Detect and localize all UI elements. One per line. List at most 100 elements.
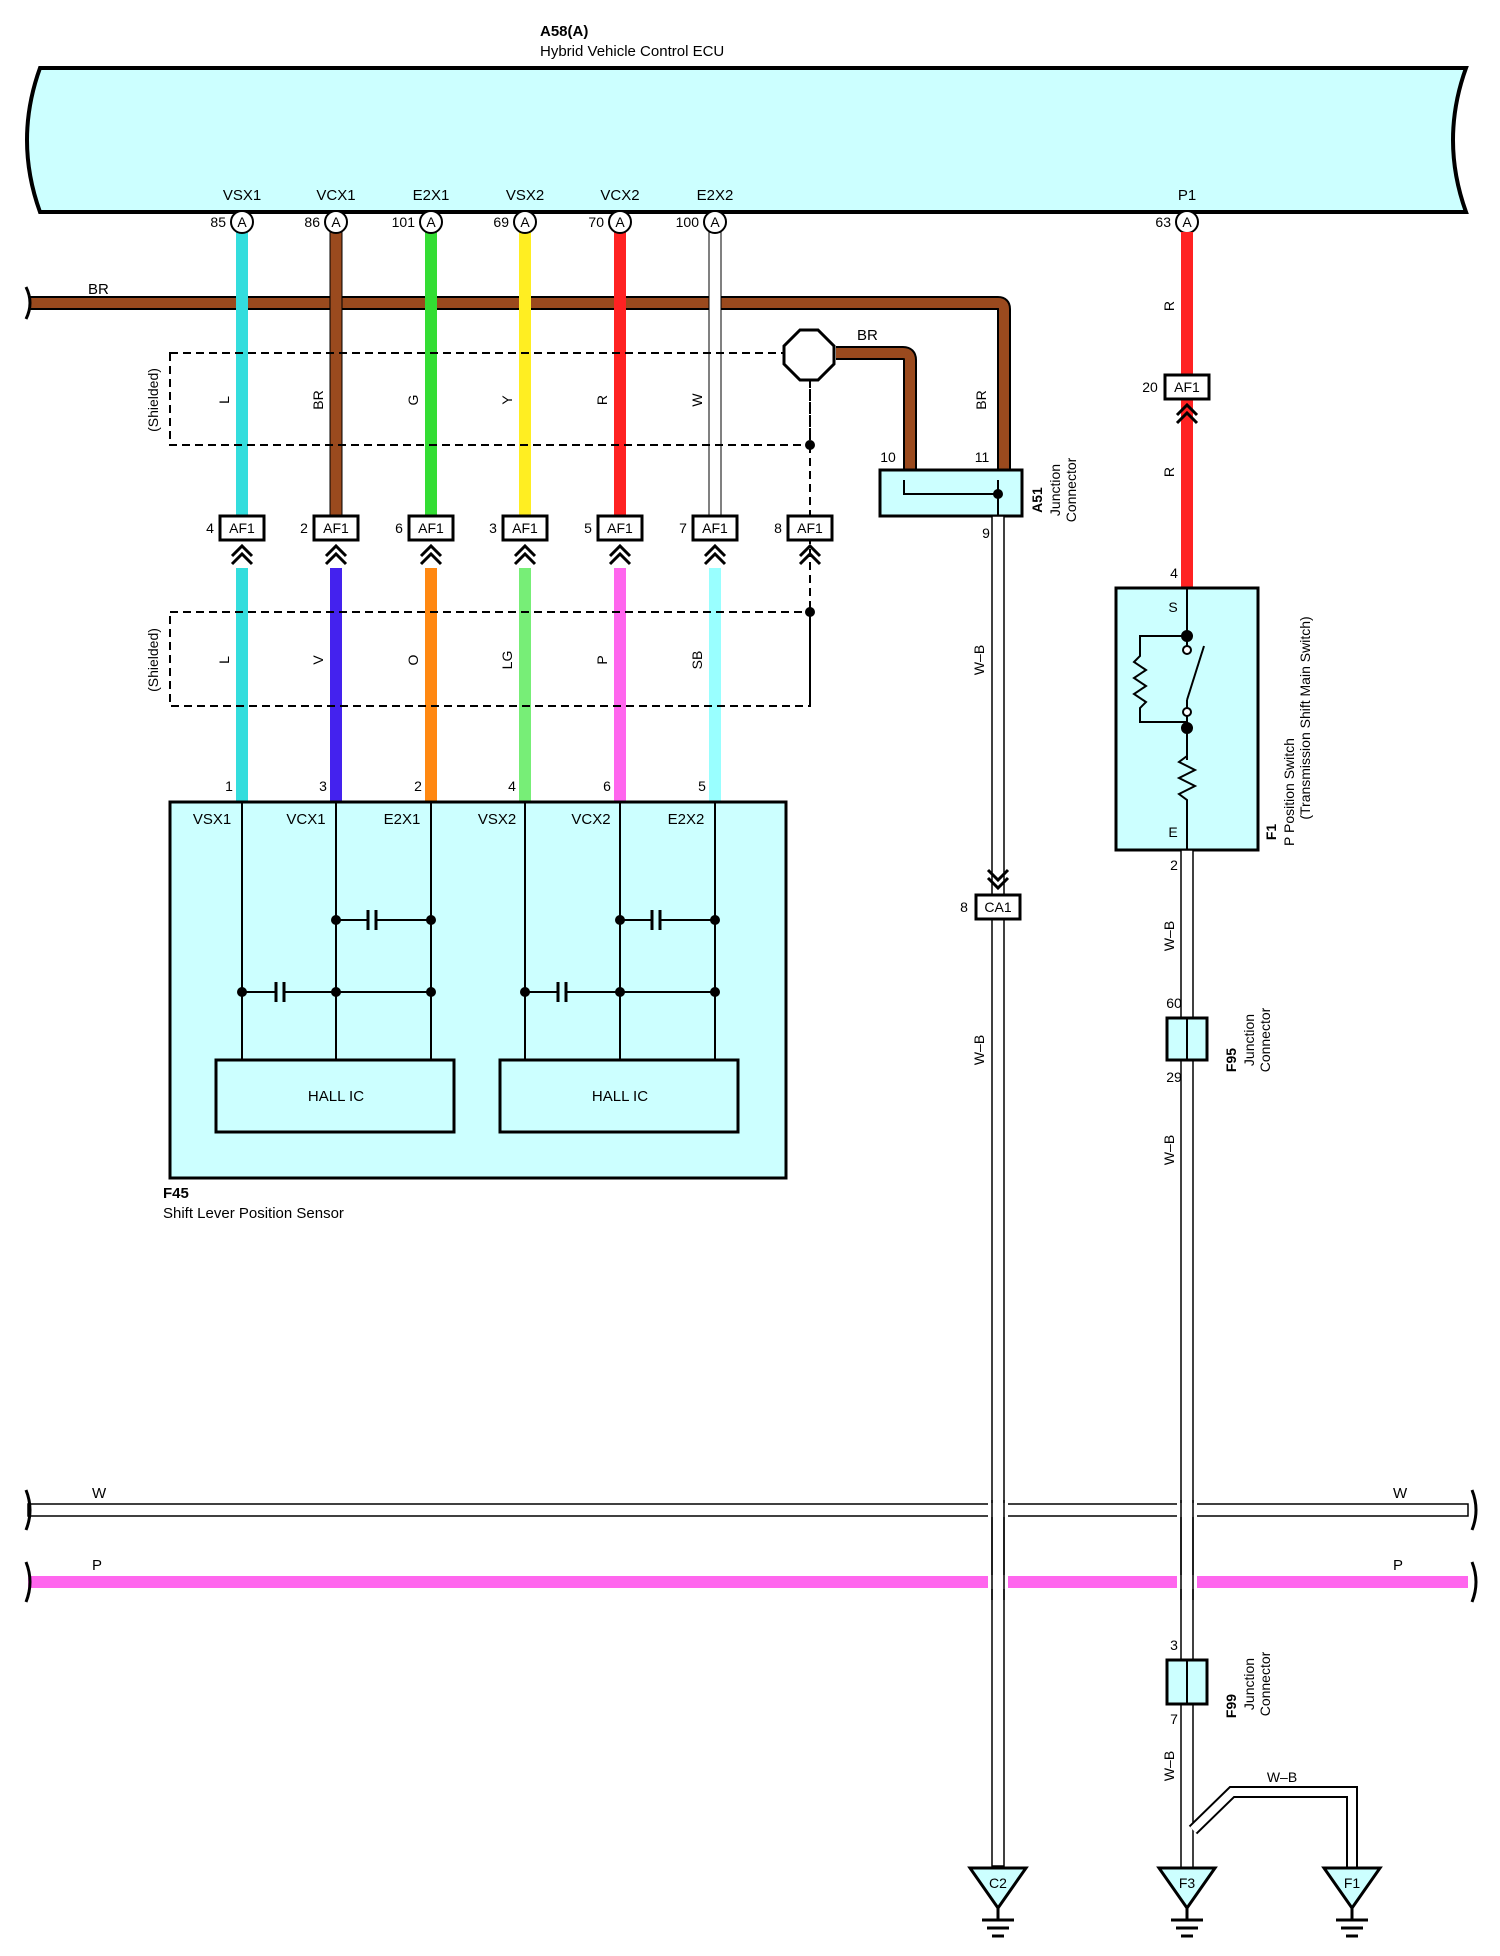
- shield-br-label: BR: [857, 327, 878, 344]
- f99-code: F99: [1223, 1694, 1239, 1718]
- ecu-pin-number: 70: [588, 214, 604, 230]
- f1-name-1: P Position Switch: [1281, 738, 1297, 846]
- af1-connector: [596, 514, 644, 542]
- ecu-pin-circle: [419, 210, 443, 234]
- f95-pin-top: 60: [1166, 995, 1182, 1011]
- f1-dots: [1181, 630, 1193, 734]
- af1-connector: [691, 514, 739, 542]
- af1-p1-pin: 20: [1142, 379, 1158, 395]
- hall-ic-2-label: HALL IC: [592, 1088, 648, 1105]
- sensor-term: E2X1: [384, 811, 421, 828]
- ecu-pin-number: 85: [210, 214, 226, 230]
- wb-wire-f1-gap-p: [1177, 1575, 1197, 1589]
- a51-name-2: Connector: [1063, 457, 1079, 522]
- a51-pin-10: 10: [880, 449, 896, 465]
- chevron-up-icon: [230, 543, 254, 566]
- wire-L-upper: [236, 232, 248, 526]
- ecu-pin-conn: A: [426, 214, 436, 230]
- hall-ic-1-label: HALL IC: [308, 1088, 364, 1105]
- af1-p1-connector: [1163, 373, 1211, 401]
- sensor-pin: 6: [603, 778, 611, 794]
- w-bus-label-left: W: [92, 1485, 107, 1502]
- wire-code: L: [216, 656, 232, 664]
- sensor-term: VCX2: [571, 811, 610, 828]
- ecu-pin-conn: A: [615, 214, 625, 230]
- sensor-pin: 1: [225, 778, 233, 794]
- chevron-up-icon: [608, 543, 632, 566]
- sensor-term: VCX1: [286, 811, 325, 828]
- ca1-label: CA1: [984, 899, 1011, 915]
- shield-box-upper: [169, 352, 811, 446]
- af1-pin: 3: [489, 520, 497, 536]
- ground-c2-icon: [967, 1866, 1029, 1911]
- wire-LG-lower: [519, 568, 531, 802]
- shield-label-lower: (Shielded): [145, 628, 161, 692]
- ca1-chevron-down-icon: [986, 868, 1010, 891]
- br-bus-wire-fill: [30, 298, 1009, 480]
- ecu-pin-conn: A: [331, 214, 341, 230]
- ecu-term-vcx1: VCX1: [316, 187, 355, 204]
- ecu-pin-circle: [608, 210, 632, 234]
- f1-name-2: (Transmission Shift Main Switch): [1297, 616, 1313, 819]
- a51-dot: [993, 489, 1003, 499]
- ecu-terminal-names: VSX1 VCX1 E2X1 VSX2 VCX2 E2X2 P1: [223, 187, 1196, 204]
- f95-name-1: Junction: [1241, 1014, 1257, 1066]
- ecu-pin-conn: A: [520, 214, 530, 230]
- ecu-body: [25, 66, 1469, 214]
- a51-code: A51: [1029, 487, 1045, 513]
- ecu-pin-conn: A: [1182, 214, 1192, 230]
- wb-wire-f1: [1180, 849, 1194, 1869]
- shield-label-upper: (Shielded): [145, 368, 161, 432]
- wire-code: V: [310, 655, 326, 665]
- af1-label: AF1: [418, 520, 444, 536]
- af1-chevrons: [230, 543, 822, 566]
- w-bus-wire: [27, 1503, 1469, 1517]
- r-label-top: R: [1161, 301, 1177, 311]
- shield-br-wire: [836, 346, 917, 480]
- ecu-pin-number: 101: [392, 214, 416, 230]
- af1-label: AF1: [512, 520, 538, 536]
- wire-V-lower: [330, 568, 342, 802]
- ecu-pin-conn: A: [710, 214, 720, 230]
- sensor-pin: 5: [698, 778, 706, 794]
- shield-junction-dot: [805, 440, 815, 450]
- chevron-up-icon: [703, 543, 727, 566]
- af1-connector: [407, 514, 455, 542]
- f99-name-2: Connector: [1257, 1651, 1273, 1716]
- wb-label-a51: W–B: [971, 645, 987, 675]
- sensor-term: VSX2: [478, 811, 516, 828]
- wire-code: P: [594, 655, 610, 664]
- wire-R-upper: [614, 232, 626, 526]
- ca1-connector: [974, 893, 1022, 921]
- ecu-pin-circle: [703, 210, 727, 234]
- ground-f1-label: F1: [1344, 1875, 1361, 1891]
- wire-O-lower: [425, 568, 437, 802]
- wire-code: R: [594, 395, 610, 405]
- wire-code: G: [405, 395, 421, 406]
- sensor-pin: 3: [319, 778, 327, 794]
- wb-label-f95: W–B: [1161, 1135, 1177, 1165]
- f1-term-e: E: [1168, 824, 1177, 840]
- ecu-term-e2x2: E2X2: [697, 187, 734, 204]
- af1-pin: 4: [206, 520, 214, 536]
- f1-term-s: S: [1168, 599, 1177, 615]
- ecu-name: Hybrid Vehicle Control ECU: [540, 43, 724, 60]
- wb-label-f99: W–B: [1161, 1751, 1177, 1781]
- wire-L-lower: [236, 568, 248, 802]
- af1-connector-row: AF1 4 AF1 2 AF1 6 AF1 3 AF1 5 AF1 7 AF1 …: [206, 514, 834, 542]
- sensor-junction-dots: [237, 915, 720, 997]
- ecu-pin-circle: [230, 210, 254, 234]
- wb-wire-f1-gap-w: [1177, 1503, 1197, 1517]
- wb-wire-gap-w: [988, 1503, 1008, 1517]
- lower-wire-codes: L V O LG P SB: [216, 651, 705, 670]
- wire-code: BR: [310, 390, 326, 409]
- f1-pin-bottom: 2: [1170, 857, 1178, 873]
- chevron-up-icon: [798, 543, 822, 566]
- sensor-pins: 1 3 2 4 6 5: [225, 778, 706, 794]
- wire-code: O: [405, 654, 421, 665]
- sensor-name: Shift Lever Position Sensor: [163, 1205, 344, 1222]
- f99-pin-top: 3: [1170, 1637, 1178, 1653]
- wire-BR-upper: [329, 231, 343, 527]
- f1-pin-top: 4: [1170, 565, 1178, 581]
